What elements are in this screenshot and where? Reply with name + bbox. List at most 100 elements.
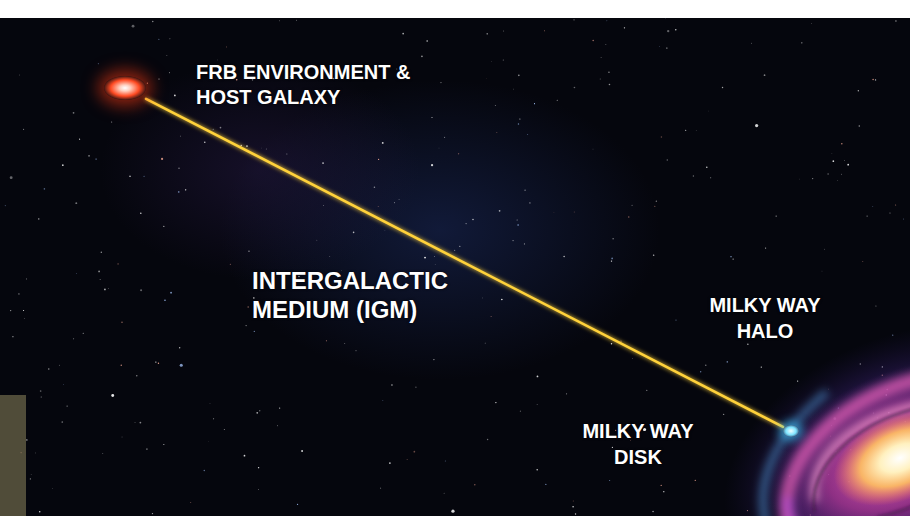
star: [512, 240, 513, 241]
star: [656, 200, 657, 201]
star: [161, 158, 163, 160]
region-label: INTERGALACTIC MEDIUM (IGM): [252, 266, 481, 324]
star: [185, 189, 186, 190]
star: [866, 215, 867, 216]
star: [402, 33, 404, 35]
star: [393, 202, 395, 204]
star: [612, 447, 613, 448]
star: [230, 264, 231, 265]
star: [220, 127, 222, 129]
signal-path: [146, 99, 783, 427]
spiral-arms: [726, 323, 910, 516]
star: [245, 325, 246, 326]
star: [207, 441, 209, 443]
star: [490, 61, 492, 63]
star: [592, 148, 594, 150]
star: [259, 410, 260, 411]
star: [827, 173, 828, 174]
star: [628, 216, 629, 217]
star: [406, 458, 408, 460]
star: [424, 257, 426, 259]
star: [659, 46, 661, 48]
region-label: FRB ENVIRONMENT & HOST GALAXY: [196, 60, 437, 110]
star: [611, 260, 612, 261]
star: [903, 218, 904, 219]
star: [132, 25, 135, 28]
star: [158, 363, 159, 364]
region-label: MILKY WAY HALO: [700, 292, 830, 344]
star: [440, 82, 441, 83]
star: [592, 40, 594, 42]
star: [799, 178, 801, 180]
star: [573, 19, 574, 20]
star: [821, 270, 823, 272]
star: [747, 343, 748, 344]
star: [675, 320, 676, 321]
star: [519, 118, 520, 119]
star: [666, 47, 668, 49]
star: [19, 74, 21, 76]
star: [382, 142, 384, 144]
star: [518, 123, 519, 124]
star: [862, 261, 863, 262]
star: [608, 71, 609, 72]
star: [606, 20, 608, 22]
star: [496, 132, 498, 134]
star: [481, 297, 483, 299]
star: [129, 175, 131, 177]
star: [685, 130, 686, 131]
star: [382, 399, 384, 401]
star: [178, 191, 180, 193]
star: [661, 136, 663, 138]
star: [458, 153, 459, 154]
star: [733, 259, 734, 260]
star: [75, 202, 77, 204]
star: [88, 155, 90, 157]
star: [67, 406, 68, 407]
dust-lanes: [792, 382, 910, 516]
star: [444, 136, 446, 138]
star: [832, 160, 834, 162]
star: [155, 361, 157, 363]
star: [646, 390, 647, 391]
star: [837, 180, 839, 182]
star: [525, 190, 526, 191]
star: [18, 293, 19, 294]
star: [520, 411, 521, 412]
star: [62, 384, 64, 386]
star: [451, 510, 454, 513]
star: [178, 167, 179, 168]
star: [529, 202, 530, 203]
star: [166, 54, 168, 56]
star: [121, 321, 122, 322]
star: [168, 72, 170, 74]
star: [25, 278, 27, 280]
star: [652, 511, 654, 513]
star: [58, 364, 60, 366]
star: [575, 513, 576, 514]
star: [146, 448, 148, 450]
galaxy-halo-glow: [682, 273, 910, 516]
star: [895, 204, 897, 206]
star: [727, 361, 729, 363]
star: [765, 247, 766, 248]
star: [563, 256, 564, 257]
star: [261, 147, 263, 149]
star: [104, 289, 106, 291]
star: [136, 375, 137, 376]
star: [39, 511, 41, 513]
star: [163, 226, 164, 227]
star: [812, 178, 813, 179]
star: [421, 56, 423, 58]
star: [872, 79, 873, 80]
star: [213, 129, 214, 130]
star: [710, 177, 711, 178]
star: [147, 83, 148, 84]
star: [134, 421, 136, 423]
star: [426, 40, 427, 41]
star: [398, 198, 400, 200]
star: [723, 414, 724, 415]
star: [516, 219, 518, 221]
